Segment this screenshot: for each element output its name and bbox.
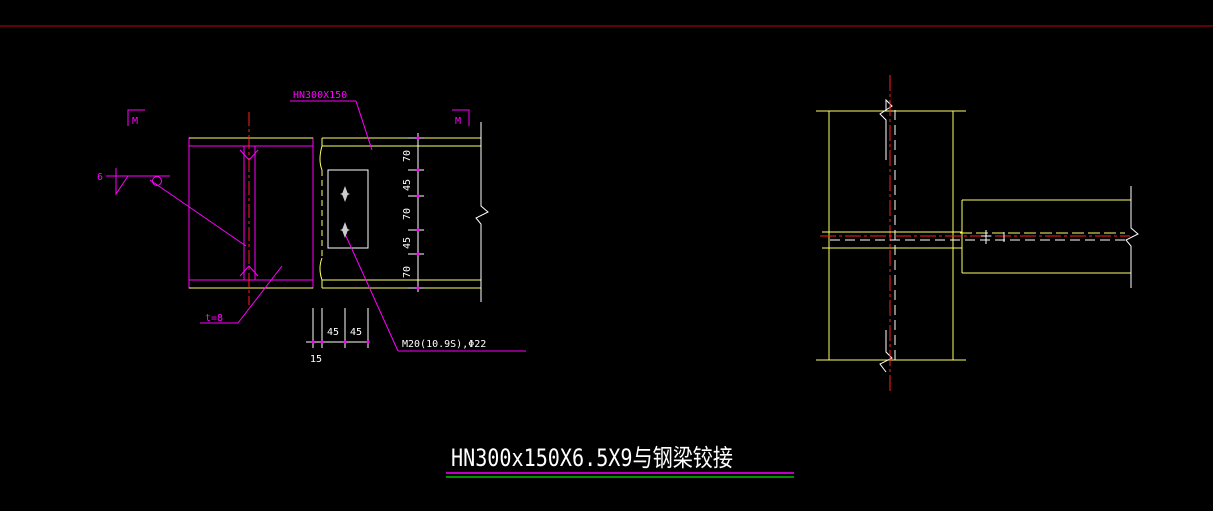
right-elevation-detail <box>816 75 1139 392</box>
beam-elevation <box>822 199 1131 274</box>
main-beam-section <box>188 137 314 289</box>
vertical-dimension-ticks <box>416 136 420 290</box>
dim-h-1: 45 <box>327 327 339 338</box>
plate-thickness-label: t=8 <box>205 313 223 324</box>
plate-thickness-leader <box>200 265 283 324</box>
section-mark-right <box>452 109 470 126</box>
secondary-beam <box>319 137 481 289</box>
section-mark-left <box>127 109 145 126</box>
dim-v-3: 70 <box>402 208 413 220</box>
dim-v-2: 45 <box>402 179 413 191</box>
horizontal-dimension-ticks <box>311 340 370 344</box>
bolt-callout-label: M20(10.9S),Φ22 <box>402 339 486 350</box>
section-mark-right-label: M <box>455 116 461 127</box>
dim-edge: 15 <box>310 354 322 365</box>
drawing-title-block: HN300x150X6.5X9与钢梁铰接 <box>446 444 794 478</box>
left-connection-detail: 70 45 70 45 70 45 45 15 HN300X150 <box>97 90 526 365</box>
dim-v-1: 70 <box>402 150 413 162</box>
main-beam-flanges <box>189 137 313 289</box>
bolt-symbols <box>340 186 350 238</box>
weld-symbol <box>106 168 247 247</box>
dim-v-5: 70 <box>402 266 413 278</box>
beam-break-line <box>475 122 489 302</box>
vertical-dimension-labels: 70 45 70 45 70 <box>402 150 413 278</box>
dim-h-2: 45 <box>350 327 362 338</box>
bolt-callout-leader <box>345 235 526 352</box>
column-web-break <box>879 98 893 373</box>
vertical-dimension-chain <box>408 133 424 292</box>
dim-v-4: 45 <box>402 237 413 249</box>
horizontal-dimension-labels: 45 45 15 <box>310 327 362 365</box>
connection-plate <box>327 169 369 249</box>
beam-bolt-mark <box>981 230 1005 244</box>
beam-size-callout: HN300X150 <box>293 90 347 101</box>
section-mark-left-label: M <box>132 116 138 127</box>
beam-callout-leader <box>290 100 373 151</box>
weld-size-label: 6 <box>97 172 103 183</box>
beam-elevation-break <box>1125 186 1139 288</box>
drawing-title: HN300x150X6.5X9与钢梁铰接 <box>451 444 733 472</box>
